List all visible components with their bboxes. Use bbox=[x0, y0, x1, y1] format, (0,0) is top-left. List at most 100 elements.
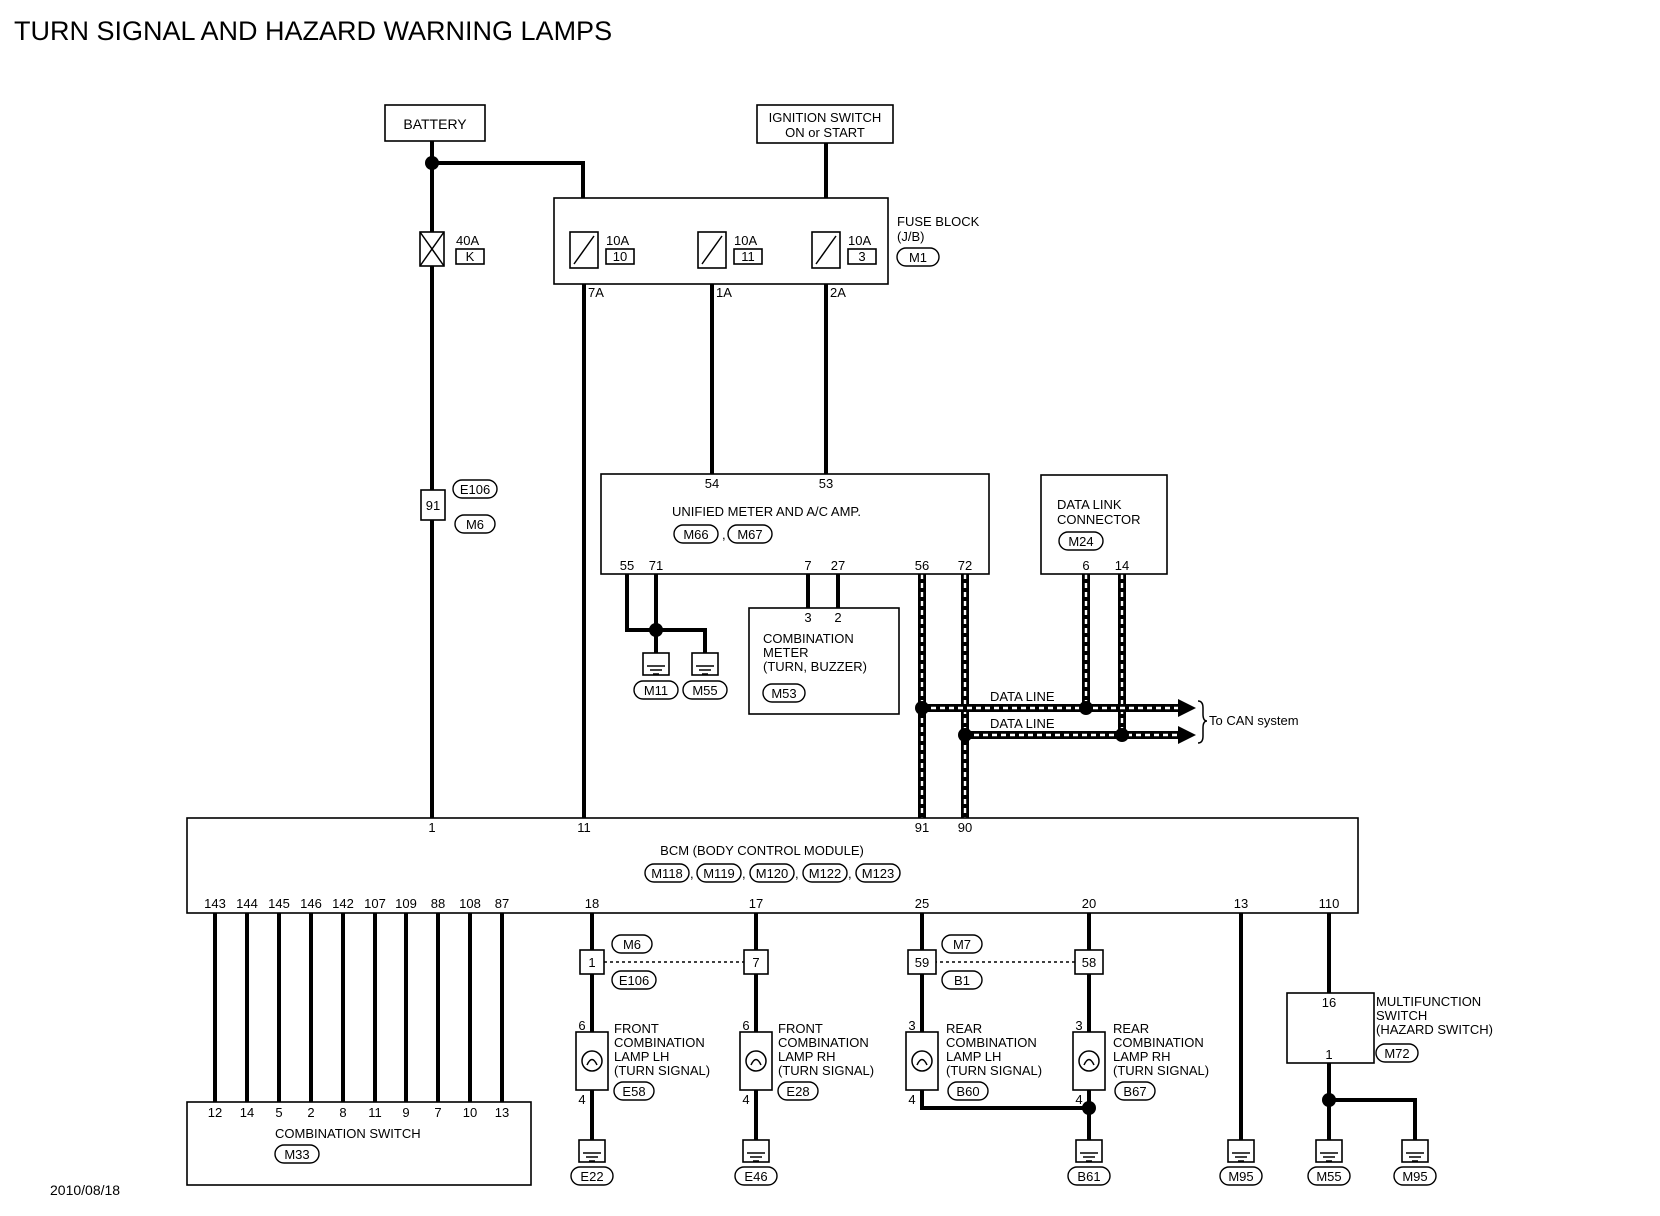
rear-lh-pin-bottom: 4 bbox=[908, 1092, 915, 1107]
fuse-block-sublabel: (J/B) bbox=[897, 229, 924, 244]
bcm-pin-25: 25 bbox=[915, 896, 929, 911]
bcm-pin-145: 145 bbox=[268, 896, 290, 911]
rear-lh-pin-top: 3 bbox=[908, 1018, 915, 1033]
bcm: 1 11 91 90 BCM (BODY CONTROL MODULE) M11… bbox=[186, 817, 1359, 914]
bcm-pin-18: 18 bbox=[585, 896, 599, 911]
comb-switch-pin-5: 5 bbox=[275, 1105, 282, 1120]
meter-pin-55: 55 bbox=[620, 558, 634, 573]
mfs-line1: MULTIFUNCTION bbox=[1376, 994, 1481, 1009]
meter-conn-m67: M67 bbox=[737, 527, 762, 542]
ground-icon bbox=[578, 1139, 606, 1163]
bcm-pin-143: 143 bbox=[204, 896, 226, 911]
joint-connector-91: 91 E106 M6 bbox=[420, 479, 498, 534]
bcm-pin-107: 107 bbox=[364, 896, 386, 911]
dlc-pin-14: 14 bbox=[1115, 558, 1129, 573]
dlc-connector: M24 bbox=[1068, 534, 1093, 549]
front-rh-line2: COMBINATION bbox=[778, 1035, 869, 1050]
bcm-conn-sep: , bbox=[690, 866, 694, 881]
fuse-11-number: 11 bbox=[741, 249, 755, 264]
comb-switch-pin-14: 14 bbox=[240, 1105, 254, 1120]
fuse-11-out-pin: 1A bbox=[716, 285, 732, 300]
fuse-10-out-pin: 7A bbox=[588, 285, 604, 300]
combination-meter: 3 2 COMBINATION METER (TURN, BUZZER) M53 bbox=[748, 607, 900, 715]
front-joint-pin-1: 1 bbox=[588, 955, 595, 970]
fuse-block: FUSE BLOCK (J/B) M1 10A 10 7A 10A 11 1A … bbox=[553, 197, 980, 300]
front-joint-pin-7: 7 bbox=[752, 955, 759, 970]
meter-pin-53: 53 bbox=[819, 476, 833, 491]
fuse-10-number: 10 bbox=[613, 249, 627, 264]
bcm-pin-108: 108 bbox=[459, 896, 481, 911]
meter-pin-7: 7 bbox=[804, 558, 811, 573]
dlc-line2: CONNECTOR bbox=[1057, 512, 1141, 527]
rear-joint-conn-m7: M7 bbox=[953, 937, 971, 952]
ground-m11: M11 bbox=[644, 683, 668, 698]
ground-e22-label: E22 bbox=[580, 1169, 603, 1184]
bulb-icon bbox=[745, 1050, 767, 1072]
meter-pin-72: 72 bbox=[958, 558, 972, 573]
ground-m55-mfs-label: M55 bbox=[1316, 1169, 1341, 1184]
comb-switch-pin-9: 9 bbox=[402, 1105, 409, 1120]
junction-dots bbox=[425, 156, 1336, 1115]
ground-icon bbox=[1315, 1139, 1343, 1163]
comb-meter-line1: COMBINATION bbox=[763, 631, 854, 646]
comb-switch-pin-2: 2 bbox=[307, 1105, 314, 1120]
wires bbox=[213, 141, 1417, 1140]
bcm-pin-17: 17 bbox=[749, 896, 763, 911]
mfs-pin-1: 1 bbox=[1325, 1047, 1332, 1062]
fuse-11-rating: 10A bbox=[734, 233, 757, 248]
diagram-title: TURN SIGNAL AND HAZARD WARNING LAMPS bbox=[14, 16, 612, 46]
front-rh-pin-top: 6 bbox=[742, 1018, 749, 1033]
rear-rh-line3: LAMP RH bbox=[1113, 1049, 1171, 1064]
comb-switch-pin-13: 13 bbox=[495, 1105, 509, 1120]
bulb-icon bbox=[911, 1050, 933, 1072]
front-joint-conn-e106: E106 bbox=[619, 973, 649, 988]
main-fuse-id: K bbox=[466, 249, 475, 264]
rear-rh-pin-top: 3 bbox=[1075, 1018, 1082, 1033]
fuse-10-rating: 10A bbox=[606, 233, 629, 248]
rear-rh-line1: REAR bbox=[1113, 1021, 1149, 1036]
comb-meter-pin-3: 3 bbox=[804, 610, 811, 625]
ignition-line2: ON or START bbox=[785, 125, 865, 140]
comb-switch-pin-7: 7 bbox=[434, 1105, 441, 1120]
rear-joint-pin-59: 59 bbox=[915, 955, 929, 970]
meter-pin-27: 27 bbox=[831, 558, 845, 573]
comb-switch-pin-8: 8 bbox=[339, 1105, 346, 1120]
ground-e22: E22 bbox=[570, 1139, 614, 1186]
bcm-conn-m119: M119 bbox=[703, 866, 735, 881]
rear-joint-pin-58: 58 bbox=[1082, 955, 1096, 970]
fuse-block-label: FUSE BLOCK bbox=[897, 214, 980, 229]
comb-switch-label: COMBINATION SWITCH bbox=[275, 1126, 421, 1141]
bcm-pin-146: 146 bbox=[300, 896, 322, 911]
can-system-label: To CAN system bbox=[1209, 713, 1299, 728]
meter-pin-56: 56 bbox=[915, 558, 929, 573]
bcm-pin-110: 110 bbox=[1319, 896, 1340, 911]
rear-joint-connector: 59 58 M7 B1 bbox=[907, 934, 1104, 990]
rear-lamp-lh: 3 4 REAR COMBINATION LAMP LH (TURN SIGNA… bbox=[905, 1018, 1042, 1107]
bcm-pin-109: 109 bbox=[395, 896, 417, 911]
comb-meter-pin-2: 2 bbox=[834, 610, 841, 625]
front-lh-line2: COMBINATION bbox=[614, 1035, 705, 1050]
rear-lh-line3: LAMP LH bbox=[946, 1049, 1001, 1064]
rear-lh-line4: (TURN SIGNAL) bbox=[946, 1063, 1042, 1078]
rear-lh-line1: REAR bbox=[946, 1021, 982, 1036]
bcm-label: BCM (BODY CONTROL MODULE) bbox=[660, 843, 864, 858]
comb-meter-connector: M53 bbox=[771, 686, 796, 701]
ground-icon bbox=[691, 652, 719, 676]
front-lh-line3: LAMP LH bbox=[614, 1049, 669, 1064]
ground-m55-meter: M55 bbox=[692, 683, 717, 698]
battery-label: BATTERY bbox=[403, 116, 467, 132]
ignition-switch: IGNITION SWITCH ON or START bbox=[756, 104, 894, 144]
ground-icon bbox=[1401, 1139, 1429, 1163]
diagram-date: 2010/08/18 bbox=[50, 1182, 120, 1198]
front-rh-line1: FRONT bbox=[778, 1021, 823, 1036]
comb-switch-pin-10: 10 bbox=[463, 1105, 477, 1120]
ground-icon bbox=[642, 652, 670, 676]
dlc-pin-6: 6 bbox=[1082, 558, 1089, 573]
ground-b61: B61 bbox=[1067, 1139, 1111, 1186]
rear-rh-connector: B67 bbox=[1123, 1084, 1146, 1099]
rear-rh-line4: (TURN SIGNAL) bbox=[1113, 1063, 1209, 1078]
bcm-pin-144: 144 bbox=[236, 896, 258, 911]
mfs-line3: (HAZARD SWITCH) bbox=[1376, 1022, 1493, 1037]
rear-lamp-rh: 3 4 REAR COMBINATION LAMP RH (TURN SIGNA… bbox=[1072, 1018, 1209, 1107]
comb-switch-pin-11: 11 bbox=[368, 1105, 382, 1120]
